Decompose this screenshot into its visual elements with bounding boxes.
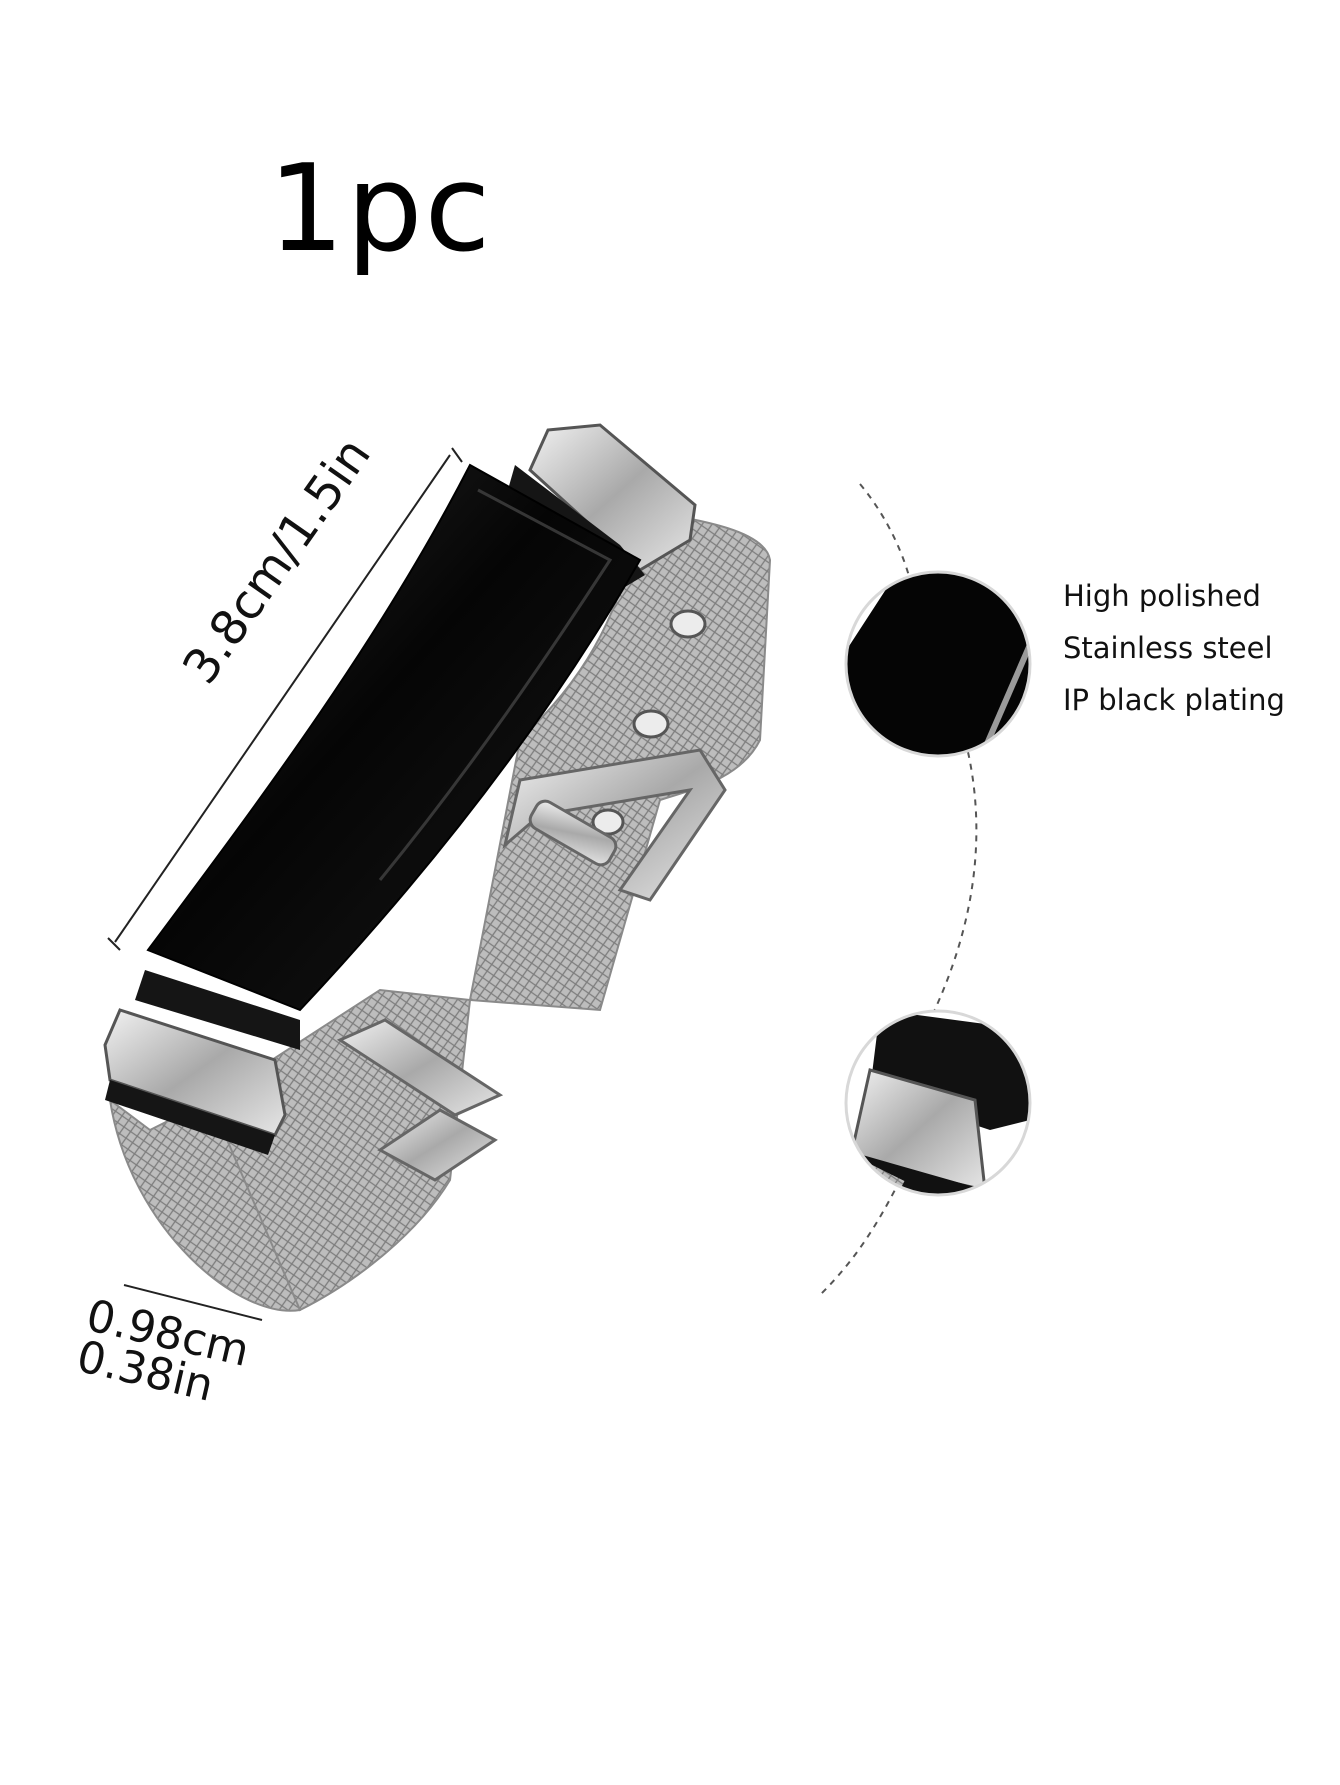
feature-item: High polished	[1063, 579, 1261, 613]
band-hole	[632, 709, 670, 739]
plate-highlight	[378, 488, 613, 881]
buckle-frame	[502, 748, 727, 902]
zoom-circle-end-cap	[846, 1011, 1030, 1195]
band-hole	[591, 808, 625, 836]
end-cap-top	[528, 423, 697, 572]
quantity-label: 1pc	[268, 140, 493, 279]
zoom-circle-plate	[846, 572, 1030, 756]
rubber-ring-bottom-outer	[105, 1080, 275, 1155]
clasp-keeper	[377, 1108, 498, 1182]
buckle-hinge	[528, 799, 618, 867]
feature-item: IP black plating	[1063, 683, 1285, 717]
black-plate	[146, 463, 642, 1012]
width-dimension-line	[123, 1284, 263, 1321]
feature-item: Stainless steel	[1063, 631, 1273, 665]
band-hole	[669, 609, 707, 639]
rubber-ring-bottom	[135, 970, 300, 1050]
guide-arc	[819, 483, 978, 1296]
clasp-keeper	[336, 1018, 504, 1117]
length-dimension-line	[114, 454, 451, 943]
feature-list: High polished Stainless steel IP black p…	[1063, 570, 1285, 726]
